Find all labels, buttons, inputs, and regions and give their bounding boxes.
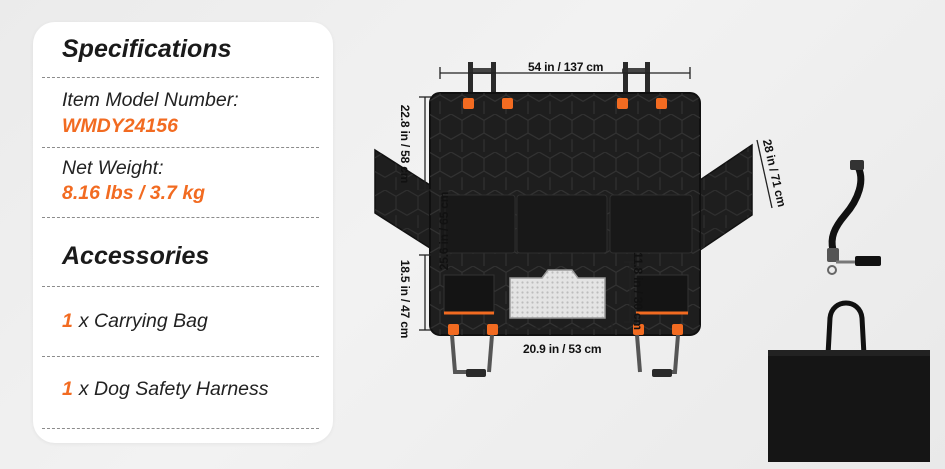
divider <box>42 77 319 78</box>
accessory-name: x Dog Safety Harness <box>78 378 269 400</box>
divider <box>42 217 319 218</box>
orange-anchors <box>448 98 683 335</box>
divider <box>42 286 319 287</box>
dim-window-height: 11.8 in / 30 cm <box>630 252 645 330</box>
dim-height-back: 22.8 in / 58 cm <box>398 104 413 184</box>
divider <box>42 356 319 357</box>
accessory-name: x Carrying Bag <box>78 310 208 332</box>
accessories-heading: Accessories <box>62 242 210 270</box>
dog-harness <box>827 160 881 275</box>
accessory-qty: 1 <box>62 310 73 332</box>
seat-cover-mat <box>429 92 701 336</box>
dim-bottom-left: 18.5 in / 47 cm <box>398 259 413 339</box>
dim-width-top: 54 in / 137 cm <box>528 60 604 74</box>
net-weight-value: 8.16 lbs / 3.7 kg <box>62 182 206 204</box>
dim-seat-depth: 25.6 in / 65 cm <box>437 191 452 271</box>
dim-window-width: 20.9 in / 53 cm <box>523 342 602 356</box>
net-weight-label: Net Weight: <box>62 157 164 179</box>
accessory-qty: 1 <box>62 378 73 400</box>
bottom-straps <box>450 334 680 377</box>
mesh-window <box>509 269 606 319</box>
model-number-label: Item Model Number: <box>62 89 239 111</box>
divider <box>42 147 319 148</box>
right-side-flap <box>699 143 753 252</box>
divider <box>42 428 319 429</box>
specifications-card: Specifications Item Model Number: WMDY24… <box>33 22 333 443</box>
carrying-bag <box>768 300 930 462</box>
model-number-value: WMDY24156 <box>62 115 178 137</box>
dimension-lines <box>419 67 773 334</box>
specifications-heading: Specifications <box>62 35 232 63</box>
